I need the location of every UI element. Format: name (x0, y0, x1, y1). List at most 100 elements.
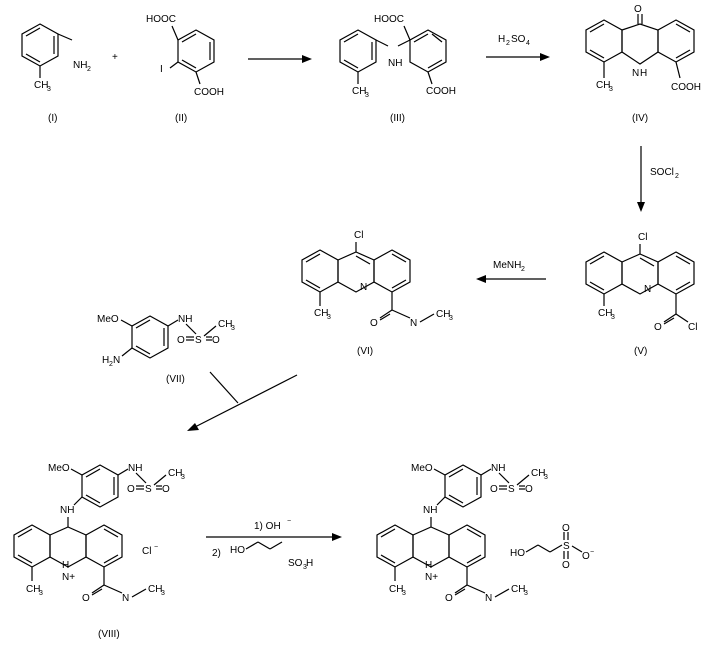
compound-V-structure: Cl N CH 3 O Cl (585, 232, 697, 333)
arrow-to-V-head (637, 202, 645, 212)
acridinium-N-final: N+ (425, 572, 438, 583)
label-compound-VII: (VII) (166, 374, 185, 385)
ch3-label-VI: CH (314, 308, 328, 319)
carbonyl-O-final: O (445, 593, 453, 604)
h2n-N-VII: N (113, 355, 120, 366)
h2n-label-VII: H (102, 355, 109, 366)
acridone-H: H (640, 68, 647, 79)
converge-line-VII (209, 371, 239, 404)
n-methyl-final: CH (511, 584, 525, 595)
converge-arrow-to-VIII (192, 374, 298, 429)
isethionate-HO: HO (510, 548, 525, 559)
h2so4-so: SO (511, 34, 526, 45)
nh-link-VIII: NH (60, 505, 74, 516)
ch3-label-IV: CH (596, 80, 610, 91)
sulfonyl-O2-VII: O (212, 335, 220, 346)
meo-label-VIII: MeO (48, 463, 70, 474)
compound-IV-structure: O N H CH 3 COOH (585, 4, 701, 93)
isethionate-charge: − (590, 549, 594, 556)
ch3-label: CH (34, 80, 48, 91)
chloride-counterion: Cl (142, 546, 151, 557)
sulfonyl-O1-final: O (490, 484, 498, 495)
arrow-to-final-head (332, 533, 342, 541)
final-product-structure: MeO NH S CH 3 O O NH N+ H CH 3 (376, 463, 594, 604)
label-compound-I: (I) (48, 113, 57, 124)
isethionic-bond-3 (269, 541, 283, 550)
acridone-N: N (632, 68, 639, 79)
compound-VII-structure: MeO NH S CH 3 O O H 2 N (97, 314, 235, 368)
s-methyl-subscript-VII: 3 (231, 325, 235, 332)
n-methyl-subscript-VI: 3 (449, 315, 453, 322)
label-compound-II: (II) (175, 113, 187, 124)
acridinium-H-final: H (425, 560, 432, 571)
sulfonyl-O1-VIII: O (127, 484, 135, 495)
nh-sulfonamide-VIII: NH (128, 463, 142, 474)
nh2-subscript: 2 (87, 66, 91, 73)
label-compound-III: (III) (390, 113, 405, 124)
ch3-label-III: CH (352, 86, 366, 97)
s-methyl-final: CH (531, 468, 545, 479)
cooh-label: COOH (194, 87, 224, 98)
converge-arrow-head (187, 423, 199, 431)
nh2-label: NH (73, 60, 87, 71)
isethionic-SO3H: SO (288, 558, 303, 569)
sulfonyl-O1-VII: O (177, 335, 185, 346)
label-compound-V: (V) (634, 346, 647, 357)
isethionate-O-anion: O (582, 551, 590, 562)
iodo-label: I (160, 64, 163, 75)
s-methyl-subscript-final: 3 (544, 474, 548, 481)
n-methyl-subscript-final: 3 (524, 590, 528, 597)
acridine-N-VI: N (360, 282, 367, 293)
h2so4-2: 2 (506, 40, 510, 47)
acridinium-H-VIII: H (62, 560, 69, 571)
acyl-cl-label-V: Cl (688, 322, 697, 333)
cooh-label-III: COOH (426, 86, 456, 97)
ch3-subscript-III: 3 (365, 92, 369, 99)
carbonyl-O-VIII: O (82, 593, 90, 604)
step1-label: 1) OH (254, 521, 281, 532)
carbonyl-O-V: O (654, 322, 662, 333)
acridinium-N-VIII: N+ (62, 572, 75, 583)
h2n-subscript-VII: 2 (109, 361, 113, 368)
nh-bridge-label: NH (388, 58, 402, 69)
compound-VI-structure: Cl N CH 3 O N CH 3 (301, 230, 453, 329)
socl2-label: SOCl (650, 167, 674, 178)
ch3-subscript-V: 3 (611, 314, 615, 321)
ch3-label-V: CH (598, 308, 612, 319)
sulfonyl-O2-VIII: O (162, 484, 170, 495)
meo-label-final: MeO (411, 463, 433, 474)
h2so4-4: 4 (526, 40, 530, 47)
nh-sulfonamide-VII: NH (178, 314, 192, 325)
n-methyl-VIII: CH (148, 584, 162, 595)
sulfur-label-VIII: S (145, 484, 152, 495)
arrow-to-III-head (302, 55, 312, 63)
isethionate-O-top: O (562, 523, 570, 534)
compound-III-structure: NH HOOC COOH CH 3 (339, 14, 456, 99)
amide-N-VI: N (410, 318, 417, 329)
isethionic-HO: HO (230, 545, 245, 556)
acridine-N-V: N (644, 284, 651, 295)
isethionate-S: S (563, 541, 570, 552)
ch3-label-final: CH (389, 584, 403, 595)
ch3-label-VIII: CH (26, 584, 40, 595)
label-compound-VI: (VI) (357, 346, 373, 357)
isethionic-H: H (306, 558, 313, 569)
carbonyl-O-IV: O (634, 4, 642, 15)
compound-II-structure: HOOC I COOH (146, 14, 224, 98)
amide-N-final: N (485, 593, 492, 604)
n-methyl-subscript-VIII: 3 (161, 590, 165, 597)
ch3-subscript-IV: 3 (609, 86, 613, 93)
meo-label-VII: MeO (97, 314, 119, 325)
hooc-label-III: HOOC (374, 14, 404, 25)
cl-9-label-VI: Cl (354, 230, 363, 241)
step2-label: 2) (212, 548, 221, 559)
compound-I-structure: NH 2 CH 3 (21, 23, 91, 93)
amide-N-VIII: N (122, 593, 129, 604)
cooh-label-IV: COOH (671, 82, 701, 93)
isethionate-O-bottom: O (562, 560, 570, 571)
label-compound-VIII: (VIII) (98, 629, 120, 640)
carbonyl-O-VI: O (370, 318, 378, 329)
socl2-2: 2 (675, 173, 679, 180)
nh-sulfonamide-final: NH (491, 463, 505, 474)
